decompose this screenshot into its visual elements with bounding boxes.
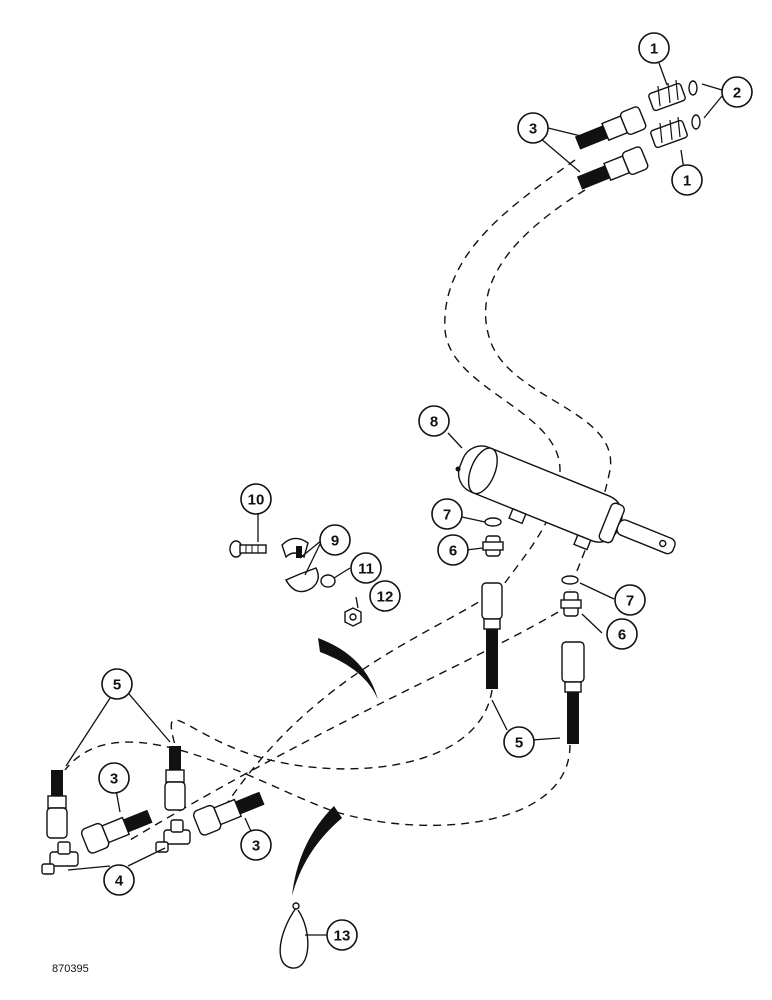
hose-end-5-left-b: [164, 746, 186, 811]
callout-7-left: 7: [431, 498, 463, 530]
callout-12: 12: [369, 580, 401, 612]
bolt-10: [229, 540, 267, 558]
hose-end-3-lower-left: [80, 809, 153, 854]
callout-label: 4: [115, 873, 124, 890]
callout-label: 12: [377, 589, 394, 606]
adapter-6-left: [482, 535, 504, 557]
callout-10: 10: [240, 483, 272, 515]
callout-6-right: 6: [606, 618, 638, 650]
washer-11: [320, 574, 336, 588]
callout-5-left: 5: [101, 668, 133, 700]
hose-end-5-left-a: [46, 770, 68, 839]
callout-label: 8: [430, 414, 438, 431]
callout-6-left: 6: [437, 534, 469, 566]
callout-5-right: 5: [503, 726, 535, 758]
clamp-9: [281, 537, 319, 593]
figure-number: 870395: [52, 963, 89, 975]
nut-12: [344, 607, 362, 627]
callout-label: 9: [331, 533, 339, 550]
o-ring-7-right: [561, 575, 579, 585]
hose-lower-b: [64, 741, 571, 827]
tee-fitting-4-left: [41, 841, 79, 875]
callout-label: 1: [650, 41, 658, 58]
callout-label: 6: [618, 627, 626, 644]
callout-label: 5: [515, 735, 523, 752]
hydraulic-hoses: [64, 159, 612, 841]
hose-end-3-lower-right: [192, 791, 265, 836]
callout-1-lower: 1: [671, 164, 703, 196]
strap-13: [279, 902, 309, 969]
hose-upper-a: [444, 159, 576, 591]
callout-label: 13: [334, 928, 351, 945]
adapter-6-right: [560, 591, 582, 617]
callout-2: 2: [721, 76, 753, 108]
callout-3-bottom: 3: [240, 829, 272, 861]
callout-4: 4: [103, 864, 135, 896]
pointer-arrow-clamp: [318, 638, 378, 700]
callout-1-upper: 1: [638, 32, 670, 64]
tee-fitting-4-right: [155, 819, 191, 853]
callout-label: 2: [733, 85, 741, 102]
callout-8: 8: [418, 405, 450, 437]
hose-lower-a: [170, 689, 493, 770]
callout-3-mid: 3: [98, 762, 130, 794]
callout-label: 7: [626, 593, 634, 610]
callout-11: 11: [350, 552, 382, 584]
callout-label: 10: [248, 492, 265, 509]
callout-label: 6: [449, 543, 457, 560]
callout-13: 13: [326, 919, 358, 951]
hose-end-3-lower: [576, 146, 649, 190]
hose-end-5-right-a: [481, 582, 503, 689]
callout-label: 3: [252, 838, 260, 855]
callout-9: 9: [319, 524, 351, 556]
fitting-1-upper: [648, 79, 686, 112]
o-ring-2-lower: [691, 114, 701, 130]
o-ring-7-left: [484, 517, 502, 527]
callout-3-top: 3: [517, 112, 549, 144]
hose-end-5-right-b: [561, 641, 585, 744]
callout-label: 3: [110, 771, 118, 788]
hose-lower-c: [209, 594, 491, 831]
callout-label: 5: [113, 677, 121, 694]
callout-7-right: 7: [614, 584, 646, 616]
hose-lower-d: [129, 604, 571, 841]
callout-label: 7: [443, 507, 451, 524]
callout-label: 3: [529, 121, 537, 138]
hose-end-3-upper: [574, 106, 647, 150]
callout-label: 1: [683, 173, 691, 190]
cylinder-8: [455, 445, 676, 555]
callout-label: 11: [358, 561, 374, 578]
pointer-arrow-strap: [292, 806, 342, 896]
leader-lines: [65, 62, 723, 936]
fitting-1-lower: [650, 116, 688, 149]
o-ring-2-upper: [688, 80, 698, 96]
